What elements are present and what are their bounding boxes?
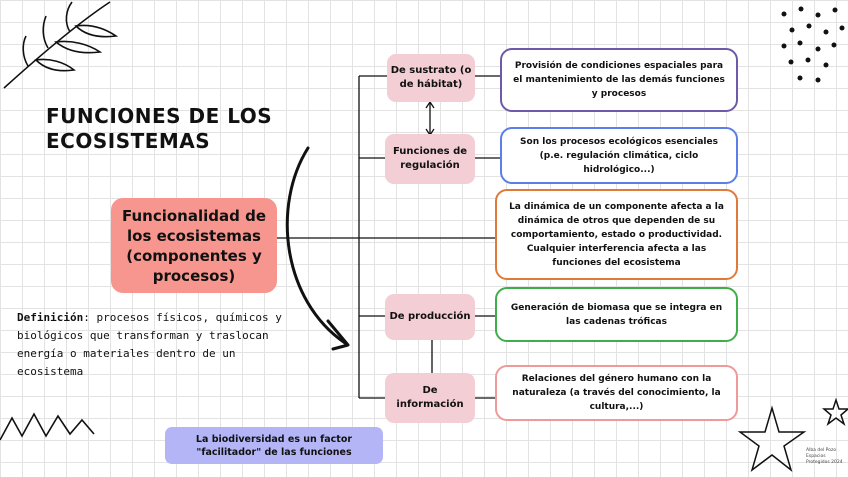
description-text: Relaciones del género humano con la natu… [512, 374, 721, 412]
function-box-produccion: De producción [385, 294, 475, 340]
description-box-dinamica: La dinámica de un componente afecta a la… [495, 189, 738, 280]
definition-text: Definición: procesos físicos, químicos y… [17, 309, 297, 381]
dots-icon [781, 6, 845, 83]
description-box-sustrato: Provisión de condiciones espaciales para… [500, 48, 738, 112]
description-text: Son los procesos ecológicos esenciales (… [520, 136, 718, 175]
zigzag-icon [0, 412, 95, 441]
description-box-regulacion: Son los procesos ecológicos esenciales (… [500, 127, 738, 184]
small-star-icon [821, 397, 848, 427]
page-title: FUNCIONES DE LOS ECOSISTEMAS [46, 104, 273, 153]
description-text: Provisión de condiciones espaciales para… [513, 61, 725, 99]
curved-arrow-head [326, 319, 350, 351]
function-label: Funciones de regulación [392, 146, 468, 171]
description-text: La dinámica de un componente afecta a la… [509, 201, 724, 268]
author-credit: Alba del Pozo Espacios Protegidos 2024 [806, 448, 843, 465]
leaf-branch-icon [3, 1, 119, 89]
function-box-regulacion: Funciones de regulación [385, 134, 475, 184]
definition-term: Definición [17, 311, 84, 324]
function-label: De información [396, 385, 464, 410]
central-concept-label: Funcionalidad de los ecosistemas (compon… [121, 206, 266, 285]
star-icon [737, 405, 807, 473]
biodiversity-note: La biodiversidad es un factor "facilitad… [165, 427, 383, 464]
definition-body: : procesos físicos, químicos y biológico… [17, 311, 282, 378]
curved-arrow [285, 146, 347, 345]
description-text: Generación de biomasa que se integra en … [510, 302, 723, 327]
description-box-produccion: Generación de biomasa que se integra en … [495, 287, 738, 342]
function-box-informacion: De información [385, 373, 475, 423]
biodiversity-note-text: La biodiversidad es un factor "facilitad… [195, 433, 353, 458]
function-box-sustrato: De sustrato (o de hábitat) [387, 54, 475, 102]
function-label: De sustrato (o de hábitat) [390, 65, 472, 90]
double-arrow-top [425, 100, 435, 137]
description-box-informacion: Relaciones del género humano con la natu… [495, 365, 738, 421]
central-concept-box: Funcionalidad de los ecosistemas (compon… [111, 198, 277, 293]
function-label: De producción [389, 311, 471, 322]
